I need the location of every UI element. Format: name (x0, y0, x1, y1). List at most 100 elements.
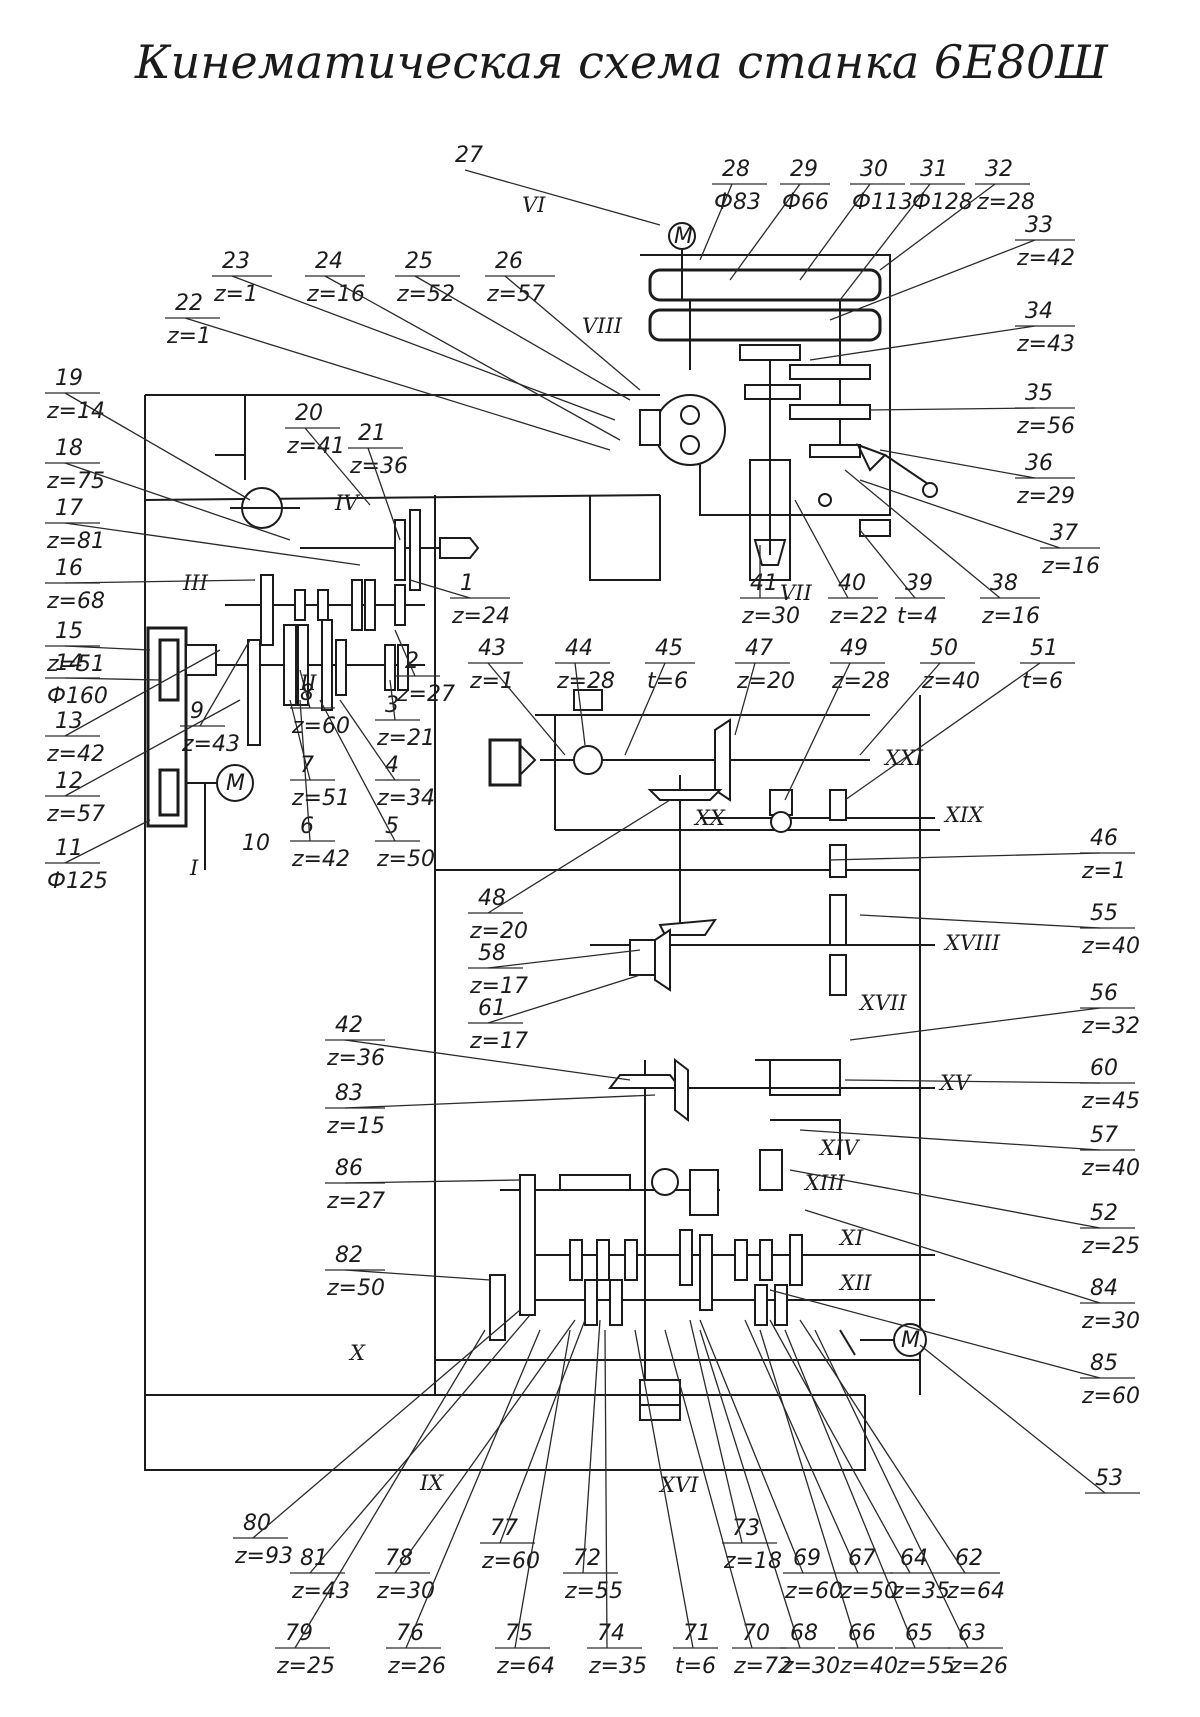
callout-number: 18 (55, 436, 83, 461)
callout-number: 58 (478, 941, 506, 966)
callout-22: 22z=1 (165, 291, 611, 451)
speed-gearbox: M (146, 394, 480, 870)
callout-number: 47 (745, 636, 773, 661)
callout-44: 44z=28 (555, 636, 615, 746)
shaft-label-i: I (189, 856, 199, 880)
callout-spec: z=24 (451, 604, 510, 629)
callout-number: 36 (1025, 451, 1053, 476)
callout-47: 47z=20 (734, 636, 795, 736)
callout-spec: z=29 (1016, 484, 1075, 509)
callout-77: 77z=60 (480, 1319, 586, 1574)
callout-spec: z=52 (396, 282, 455, 307)
callout-spec: z=43 (291, 1579, 350, 1604)
callout-number: 63 (958, 1621, 986, 1646)
callout-62: 62 z=64 (799, 1319, 1005, 1604)
callout-number: 83 (335, 1081, 363, 1106)
callout-number: 80 (243, 1511, 271, 1536)
callout-spec: z=30 (741, 604, 800, 629)
callout-number: 30 (860, 157, 888, 182)
callout-number: 62 (955, 1546, 983, 1571)
callout-41: 41z=30 (740, 545, 800, 629)
callout-number: 53 (1095, 1466, 1123, 1491)
callout-number: 25 (405, 249, 433, 274)
callout-spec: z=60 (1081, 1384, 1140, 1409)
shaft-label-ix: IX (419, 1471, 444, 1495)
callout-spec: z=26 (387, 1654, 446, 1679)
callout-spec: z=56 (1016, 414, 1075, 439)
callout-74: 74z=35 (587, 1329, 647, 1679)
callout-35: 35z=56 (869, 381, 1075, 439)
shaft-label-xix: XIX (943, 803, 984, 827)
motor-label-left: M (226, 771, 245, 796)
callout-number: 76 (396, 1621, 424, 1646)
diagram-title: Кинематическая схема станка 6Е80Ш (134, 35, 1109, 89)
callout-spec: z=27 (396, 682, 455, 707)
callout-number: 68 (790, 1621, 818, 1646)
callout-spec: z=50 (376, 847, 435, 872)
callout-number: 1 (460, 571, 474, 596)
callout-number: 86 (335, 1156, 363, 1181)
callout-spec: z=28 (831, 669, 890, 694)
callout-spec: z=51 (291, 786, 350, 811)
callout-number: 60 (1090, 1056, 1118, 1081)
callout-15: 15z=51 (45, 619, 151, 677)
callout-number: 72 (573, 1546, 601, 1571)
callout-spec: z=40 (839, 1654, 898, 1679)
callout-7: 7z=51 (289, 699, 350, 811)
callout-number: 39 (905, 571, 933, 596)
callout-number: 28 (722, 157, 750, 182)
callout-2: 2z=27 (394, 629, 455, 707)
callout-number: 20 (295, 401, 323, 426)
callout-spec: z=40 (1081, 1156, 1140, 1181)
callout-number: 13 (55, 709, 83, 734)
callout-number: 66 (848, 1621, 876, 1646)
callout-spec: Ф83 (714, 190, 761, 215)
callout-83: 83z=15 (325, 1081, 656, 1139)
callout-number: 74 (597, 1621, 625, 1646)
callout-61: 61z=17 (468, 974, 641, 1054)
callout-spec: z=1 (213, 282, 258, 307)
callout-84: 84z=30 (804, 1209, 1140, 1334)
shaft-label-xii: XII (838, 1271, 872, 1295)
callout-number: 16 (55, 556, 83, 581)
callout-spec: z=50 (839, 1579, 898, 1604)
callout-layer: 2728Ф8329Ф6630Ф11331Ф12832z=2833z=4234z=… (45, 143, 1140, 1679)
callout-9: 9z=43 (180, 639, 251, 757)
callout-spec: z=34 (376, 786, 435, 811)
callout-25: 25 z=52 (395, 249, 631, 401)
shaft-label-x: X (348, 1341, 366, 1365)
callout-spec: Ф66 (782, 190, 829, 215)
callout-spec: z=28 (976, 190, 1035, 215)
callout-13: 13z=42 (45, 649, 221, 767)
callout-spec: z=25 (276, 1654, 335, 1679)
callout-3: 3z=21 (375, 679, 435, 751)
callout-spec: z=36 (326, 1046, 385, 1071)
callout-spec: z=1 (469, 669, 514, 694)
callout-number: 8 (300, 681, 314, 706)
callout-number: 57 (1090, 1123, 1118, 1148)
callout-76: 76 z=26 (386, 1329, 541, 1679)
callout-5: 5z=50 (319, 699, 435, 872)
callout-spec: z=64 (946, 1579, 1005, 1604)
callout-23: 23z=1 (212, 249, 616, 421)
callout-number: 40 (838, 571, 866, 596)
callout-10: 10 (242, 831, 270, 856)
callout-number: 85 (1090, 1351, 1118, 1376)
shaft-label-viii: VIII (582, 314, 623, 338)
callout-spec: Ф128 (912, 190, 973, 215)
callout-number: 11 (55, 836, 83, 861)
callout-spec: z=20 (469, 919, 528, 944)
callout-spec: z=27 (326, 1189, 385, 1214)
shaft-label-xiv: XIV (818, 1136, 860, 1160)
callout-number: 6 (300, 814, 314, 839)
callout-spec: z=40 (921, 669, 980, 694)
callout-17: 17z=81 (45, 496, 361, 566)
callout-32: 32z=28 (879, 157, 1035, 271)
callout-spec: z=50 (326, 1276, 385, 1301)
callout-spec: Ф125 (47, 869, 108, 894)
callout-spec: z=21 (376, 726, 435, 751)
callout-6: 6z=42 (290, 699, 350, 872)
